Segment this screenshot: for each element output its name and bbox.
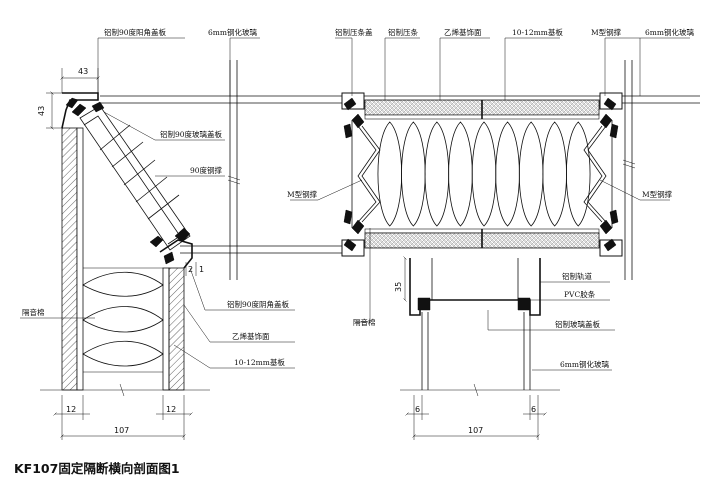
- dim-gap-b: 1: [199, 265, 204, 274]
- callout-vinyl-left: 乙烯基饰面: [232, 331, 270, 341]
- corner-clips: [341, 92, 623, 257]
- insulation-loop: [471, 121, 497, 227]
- dim-top-width: 43: [78, 67, 88, 76]
- drawing-title: KF107固定隔断横向剖面图1: [14, 461, 180, 476]
- callout-board-left: 10-12mm基板: [234, 357, 285, 367]
- callout-pvc-strip: PVC胶条: [564, 289, 596, 299]
- insulation-loop: [518, 121, 544, 227]
- insulation-loop: [542, 121, 567, 227]
- m-brace-right: [583, 120, 613, 228]
- callout-left-glass: 6mm钢化玻璃: [208, 27, 257, 37]
- callout-board-right: 10-12mm基板: [512, 27, 563, 37]
- callout-inner-corner-cap: 铝制90度阴角盖板: [227, 299, 290, 309]
- callout-vinyl-right: 乙烯基饰面: [444, 27, 482, 37]
- right-dimensions: 35 6 6 107: [394, 258, 545, 440]
- insulation-loop: [495, 121, 520, 227]
- insulation-loop: [448, 121, 473, 227]
- callout-cap-strip: 铝制压条: [388, 27, 418, 37]
- aluminum-rail: [400, 258, 560, 397]
- m-brace-left: [351, 120, 381, 228]
- left-inner-board: [162, 267, 185, 391]
- insulation-loop: [566, 121, 591, 227]
- insulation-loop: [424, 121, 450, 227]
- callout-insulation-right: 隔音棉: [353, 317, 376, 327]
- callout-glass-cap-90: 铝制90度玻璃盖板: [160, 129, 223, 139]
- right-insulation: [377, 121, 591, 227]
- dim-total-width-right: 107: [468, 426, 483, 435]
- callout-m-brace-left: M型钢撑: [287, 189, 318, 199]
- callout-outer-corner-cap: 铝制90度阳角盖板: [104, 27, 167, 37]
- dim-glass-right: 6: [531, 405, 536, 414]
- callout-m-brace-right: M型钢撑: [642, 189, 673, 199]
- dim-rail-height: 35: [394, 282, 403, 292]
- dim-panel-left: 12: [66, 405, 76, 414]
- left-outer-board: [61, 127, 84, 391]
- left-insulation: [82, 267, 164, 373]
- dim-side-height: 43: [37, 106, 46, 116]
- dim-glass-left: 6: [415, 405, 420, 414]
- callout-bottom-glass: 6mm钢化玻璃: [560, 359, 609, 369]
- right-callouts: 铝制压条盖 铝制压条 乙烯基饰面 10-12mm基板 M型钢撑 6mm钢化玻璃 …: [287, 27, 694, 371]
- dim-total-width-left: 107: [114, 426, 129, 435]
- left-glass-lines: [100, 60, 330, 280]
- insulation-loop: [377, 121, 402, 227]
- insulation-loop: [401, 121, 426, 227]
- callout-insulation-left: 隔音棉: [22, 307, 45, 317]
- right-section: 35 6 6 107 铝制压条盖 铝制压条 乙烯基饰面 10-12mm基板 M型…: [287, 27, 700, 440]
- callout-glass-cap: 铝制玻璃盖板: [555, 319, 600, 329]
- callout-cap-strip-cover: 铝制压条盖: [335, 27, 373, 37]
- corner-cap-90: [61, 92, 105, 129]
- callout-brace-90: 90度钢撑: [190, 165, 223, 175]
- callout-m-brace-top: M型钢撑: [591, 27, 622, 37]
- left-section: 43 43 2 1 12 12 107 铝制90度阳角盖板: [20, 27, 330, 440]
- callout-right-glass: 6mm钢化玻璃: [645, 27, 694, 37]
- left-callouts: 铝制90度阳角盖板 6mm钢化玻璃 铝制90度玻璃盖板 90度钢撑 铝制90度阴…: [20, 27, 295, 369]
- diagonal-steel-brace: [79, 105, 193, 269]
- callout-rail: 铝制轨道: [562, 271, 592, 281]
- dim-panel-right: 12: [166, 405, 176, 414]
